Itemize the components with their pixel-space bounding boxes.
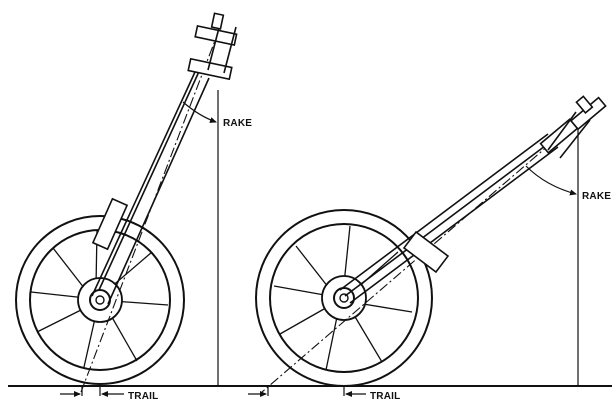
left-front-wheel-assembly: [15, 12, 238, 397]
left-spokes: [30, 230, 169, 368]
right-front-wheel-assembly: [248, 95, 607, 397]
right-trail-label: TRAIL: [370, 391, 400, 401]
right-fork: [339, 133, 559, 304]
left-rake-label: RAKE: [223, 118, 252, 129]
left-hub: [77, 277, 123, 323]
right-rake-label: RAKE: [582, 191, 611, 202]
left-fork: [91, 64, 210, 305]
right-triple-clamps: [539, 95, 607, 159]
left-triple-clamps: [187, 12, 238, 81]
left-trail-label: TRAIL: [128, 391, 158, 401]
right-hub: [321, 275, 367, 321]
right-rake-angle-arc: [525, 165, 577, 196]
left-trail-markers: [60, 386, 124, 397]
left-rake-angle-arc: [182, 101, 217, 123]
right-trail-markers: [248, 386, 366, 397]
